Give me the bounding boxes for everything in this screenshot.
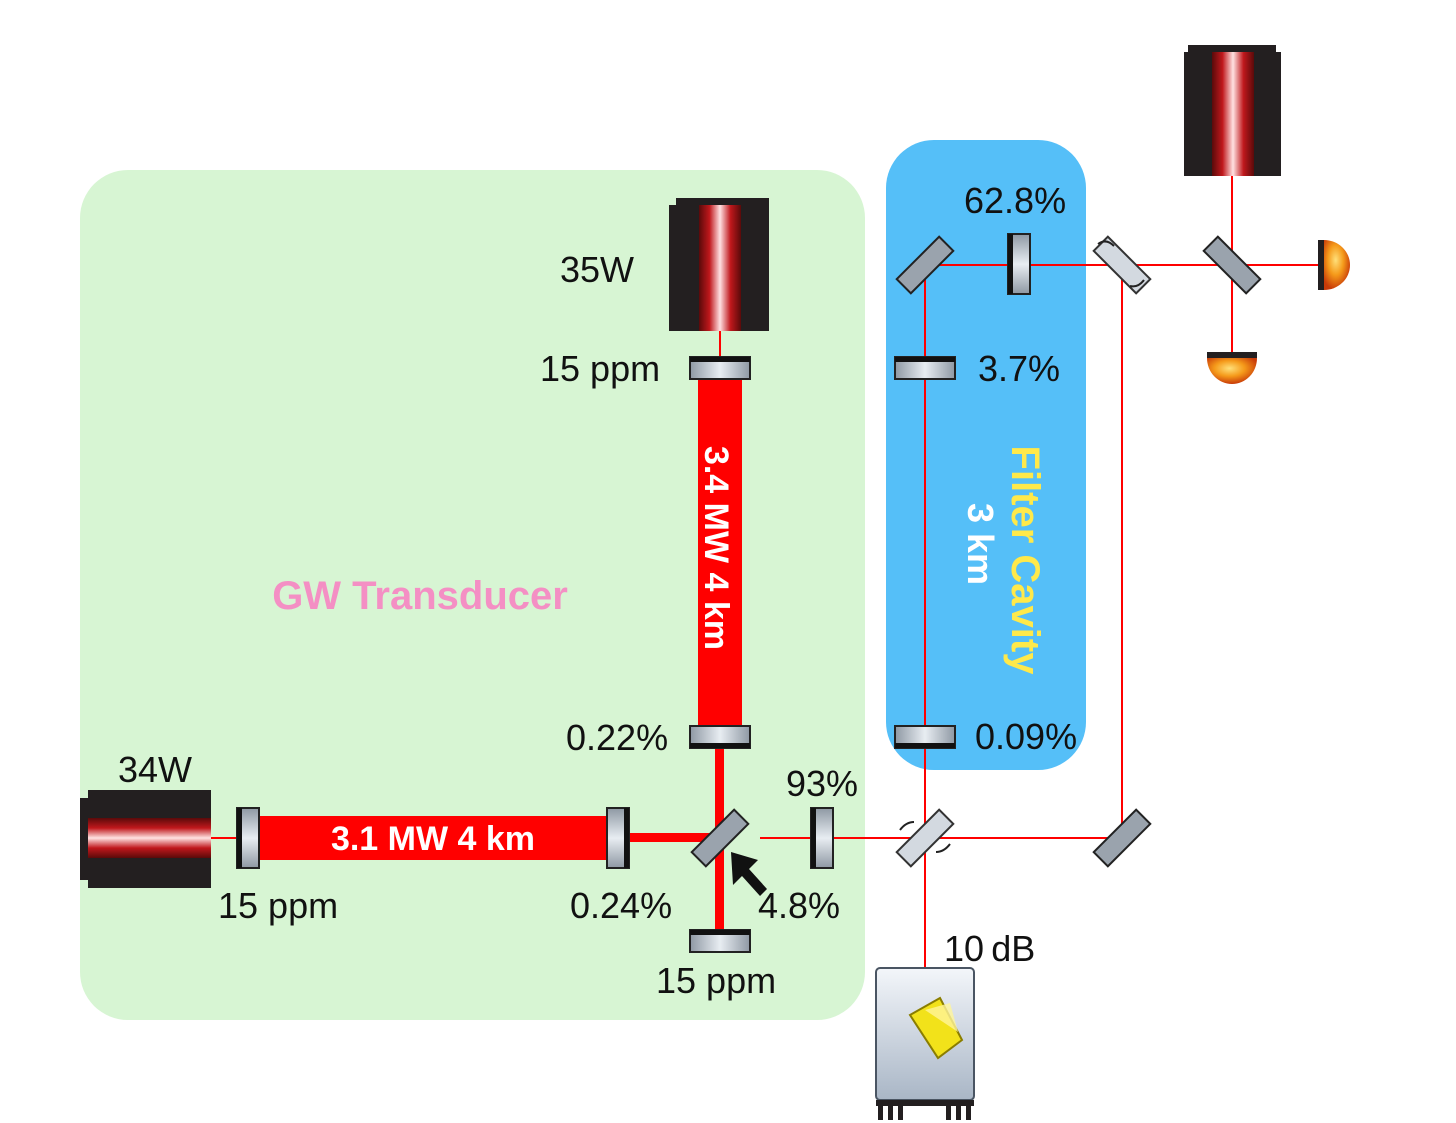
mirror-bottom-end (689, 929, 751, 953)
vertical-arm-beam (698, 375, 742, 735)
mirror-vertical-end (689, 356, 751, 380)
splitter-transmission: 4.8% (758, 885, 840, 926)
squeezing-level: 10 dB (944, 928, 1035, 969)
photodetector-bottom-icon (1207, 352, 1257, 384)
faraday-isolator-top (1092, 235, 1152, 295)
output-laser-icon (1184, 45, 1281, 176)
faraday-isolator-bottom (895, 808, 955, 868)
horizontal-arm-beam (255, 816, 615, 860)
filter-middle-transmission: 3.7% (978, 348, 1060, 389)
left-laser-power: 34W (118, 749, 192, 790)
left-laser-icon (80, 790, 211, 888)
photodetector-right-icon (1318, 240, 1350, 290)
filter-cavity-region (886, 140, 1086, 770)
vertical-end-reflectivity: 15 ppm (540, 348, 660, 389)
input-arrow-icon (731, 852, 767, 896)
filter-bottom-transmission: 0.09% (975, 716, 1077, 757)
top-laser-icon (669, 198, 769, 331)
beamsplitter (690, 808, 750, 868)
horizontal-end-reflectivity: 15 ppm (218, 885, 338, 926)
vertical-arm-label: 3.4 MW 4 km (697, 446, 735, 650)
horizontal-arm-label: 3.1 MW 4 km (331, 820, 535, 858)
mirror-filter-bottom (894, 725, 956, 749)
vertical-input-transmission: 0.22% (566, 717, 668, 758)
gw-transducer-region (80, 170, 865, 1020)
bottom-end-reflectivity: 15 ppm (656, 960, 776, 1001)
mirror-horizontal-end (236, 807, 260, 869)
filter-cavity-length: 3 km (960, 503, 1001, 585)
gw-transducer-title: GW Transducer (272, 574, 568, 618)
top-laser-power: 35W (560, 249, 634, 290)
filter-cavity-title: Filter Cavity (1003, 446, 1047, 676)
squeezer-icon (875, 967, 975, 1120)
mirror-filter-middle (894, 356, 956, 380)
corner-mirror (1092, 808, 1152, 868)
horizontal-input-transmission: 0.24% (570, 885, 672, 926)
mirror-vertical-input (689, 725, 751, 749)
mirror-filter-top (1007, 233, 1031, 295)
mirror-signal-recycling (810, 807, 834, 869)
filter-top-transmission: 62.8% (964, 180, 1066, 221)
mirror-horizontal-input (606, 807, 630, 869)
signal-recycling-reflectivity: 93% (786, 763, 858, 804)
homodyne-beamsplitter (1202, 235, 1262, 295)
filter-steering-mirror (895, 235, 955, 295)
bs-to-x-beam (615, 833, 720, 842)
